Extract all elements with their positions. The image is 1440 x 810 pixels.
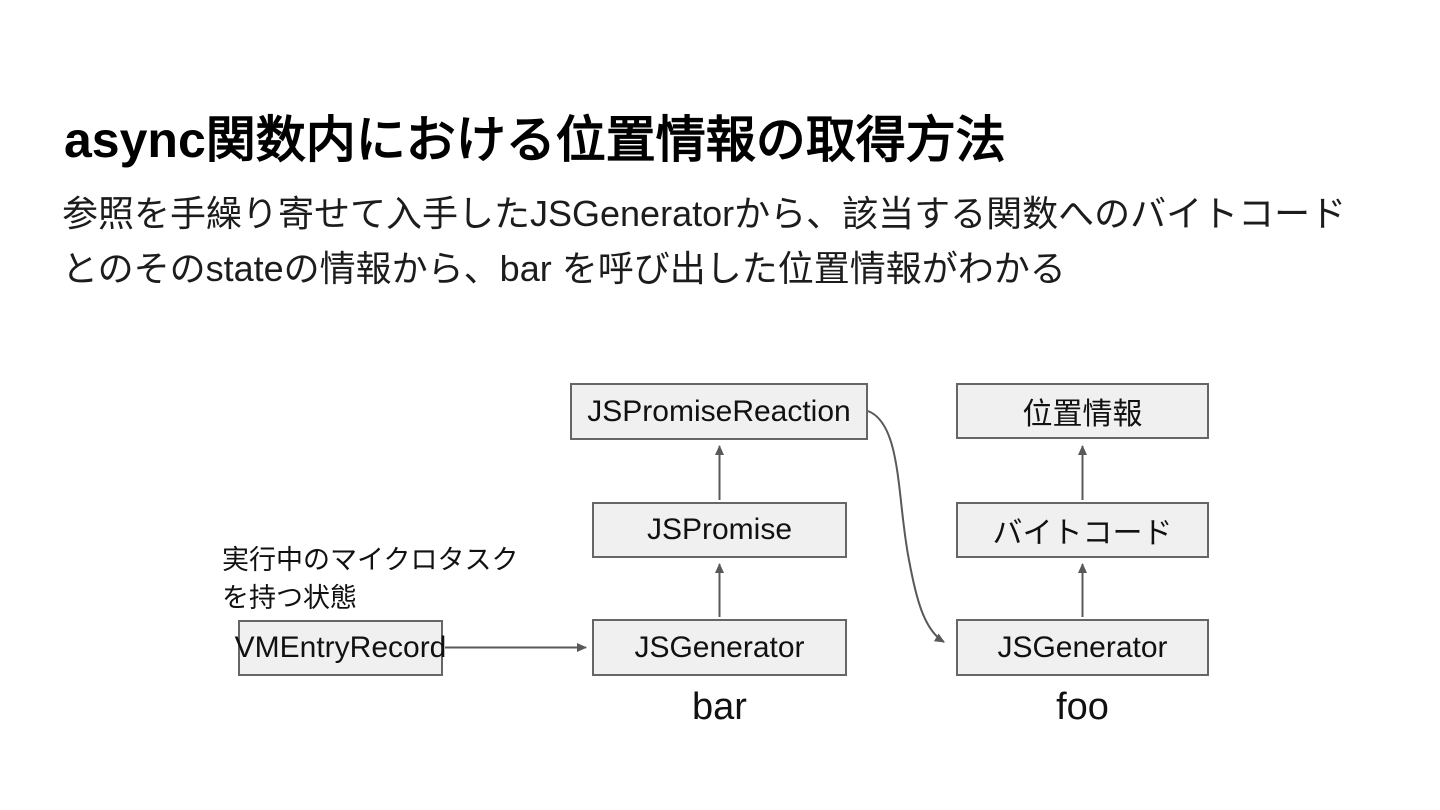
- box-vmentryrecord: VMEntryRecord: [235, 620, 446, 676]
- box-bytecode-label: バイトコード: [992, 517, 1173, 550]
- body-text-line1: 参照を手繰り寄せて入手したJSGeneratorから、該当する関数へのバイトコー…: [62, 193, 1347, 234]
- body-text: 参照を手繰り寄せて入手したJSGeneratorから、該当する関数へのバイトコー…: [62, 186, 1346, 296]
- box-jspromise-label: JSPromise: [646, 513, 793, 546]
- function-label-foo: foo: [1056, 686, 1109, 728]
- box-jsgenerator-foo-label: JSGenerator: [997, 630, 1168, 664]
- box-jsgenerator-bar: JSGenerator: [592, 619, 847, 676]
- box-vmentryrecord-label: VMEntryRecord: [234, 631, 447, 664]
- box-bytecode: バイトコード: [956, 502, 1209, 558]
- slide-title: async関数内における位置情報の取得方法: [64, 111, 1006, 168]
- body-text-line2: とのそのstateの情報から、bar を呼び出した位置情報がわかる: [62, 248, 1066, 289]
- annotation-line2: を持つ状態: [222, 583, 357, 613]
- microtask-state-annotation: 実行中のマイクロタスク を持つ状態: [222, 541, 518, 617]
- box-jsgenerator-bar-label: JSGenerator: [634, 630, 805, 664]
- box-jsgenerator-foo: JSGenerator: [956, 619, 1209, 676]
- box-jspromise: JSPromise: [592, 502, 847, 558]
- function-label-bar: bar: [692, 686, 747, 728]
- box-jspromisereaction-label: JSPromiseReaction: [587, 394, 851, 428]
- box-location-info-label: 位置情報: [1022, 398, 1143, 431]
- box-location-info: 位置情報: [956, 383, 1209, 439]
- box-jspromisereaction: JSPromiseReaction: [570, 383, 868, 440]
- arrow-jspromisereaction-to-jsgenerator-foo: [867, 410, 945, 643]
- annotation-line1: 実行中のマイクロタスク: [222, 545, 519, 575]
